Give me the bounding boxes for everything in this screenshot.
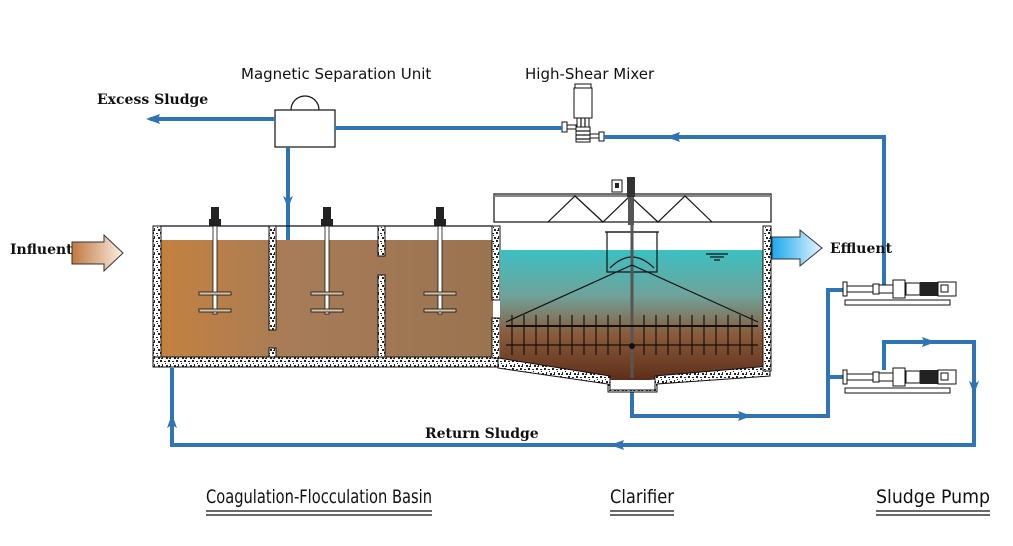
magnetic-separation-unit-label: Magnetic Separation Unit: [241, 65, 431, 83]
rake-tines: [511, 315, 753, 355]
high-shear-mixer-label: High-Shear Mixer: [525, 65, 655, 83]
sludge-pump-1: [842, 279, 957, 306]
effluent-arrow: [771, 228, 823, 268]
clarifier-to-pump-pipe: [630, 288, 848, 418]
influent-arrow: [71, 233, 124, 273]
excess-sludge-label: Excess Sludge: [97, 92, 208, 108]
section-basin-title: Coagulation-Flocculation Basin: [206, 486, 432, 508]
high-shear-mixer: [561, 83, 605, 143]
clarifier: [493, 177, 772, 393]
sludge-pump-2: [842, 367, 957, 394]
influent-label: Influent: [10, 242, 73, 258]
effluent-label: Effluent: [830, 241, 893, 257]
section-clarifier-title: Clarifier: [610, 486, 674, 508]
coagulation-flocculation-basin: [152, 207, 501, 368]
mixer-2: [310, 207, 344, 315]
magnetic-separation-unit: [274, 95, 336, 148]
pump-to-mixer-pipe: [604, 135, 886, 285]
section-pump-title: Sludge Pump: [876, 486, 990, 508]
mixer-3: [423, 207, 457, 315]
return-sludge-label: Return Sludge: [425, 426, 539, 442]
excess-sludge-arrow: [146, 114, 160, 124]
pipe-network: [146, 114, 979, 450]
mixer-1: [198, 207, 232, 315]
